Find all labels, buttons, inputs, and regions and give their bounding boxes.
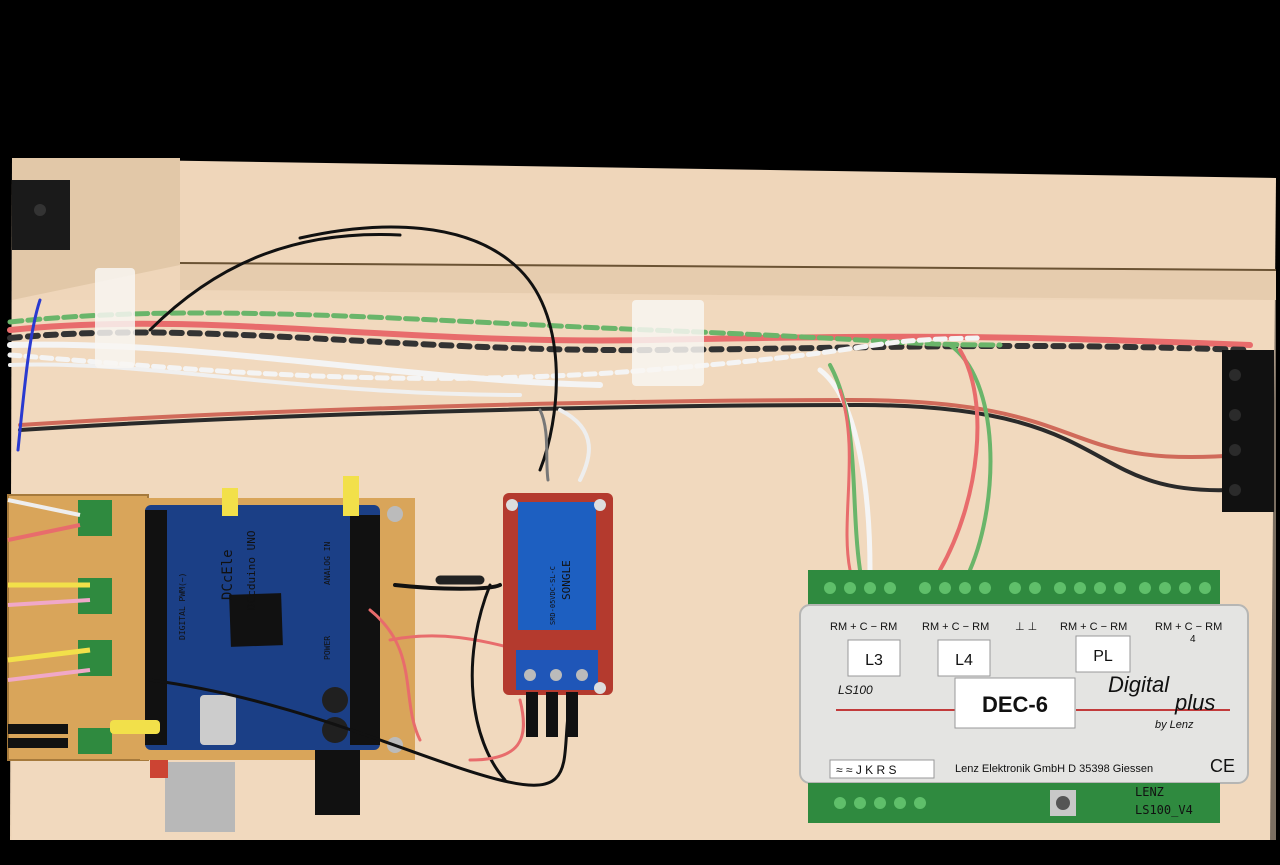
decoder-name-label: DEC-6 bbox=[982, 692, 1048, 717]
manufacturer-text: Lenz Elektronik GmbH D 35398 Giessen bbox=[955, 763, 1153, 775]
relay-module: SONGLE SRD-05VDC-SL-C bbox=[503, 493, 613, 737]
arduino-digital-header: DIGITAL PWM(~) bbox=[178, 573, 187, 640]
decoder-module: RM + C − RM RM + C − RM ⊥ ⊥ RM + C − RM … bbox=[799, 570, 1249, 823]
arduino-analog-header: ANALOG IN bbox=[323, 541, 332, 585]
decoder-model-label: LS100 bbox=[838, 683, 873, 697]
ce-mark: CE bbox=[1210, 756, 1235, 776]
arduino-brand-text: DCcEle bbox=[220, 549, 236, 600]
digital-plus-logo-main: Digital bbox=[1108, 672, 1170, 697]
label-l3: L3 bbox=[865, 652, 883, 669]
bottom-border bbox=[0, 840, 1280, 865]
terminal-group-number: 4 bbox=[1190, 634, 1196, 645]
bottom-terminal-labels: ≈ ≈ J K R S bbox=[836, 763, 897, 777]
relay-brand-text: SONGLE bbox=[560, 560, 573, 600]
arduino-model-text: DCcduino UNO bbox=[245, 531, 258, 610]
digital-plus-logo-sub: plus bbox=[1174, 690, 1215, 715]
label-l4: L4 bbox=[955, 652, 973, 669]
digital-plus-logo-by: by Lenz bbox=[1155, 719, 1194, 731]
relay-rating-text: SRD-05VDC-SL-C bbox=[549, 566, 557, 625]
terminal-labels-group-4: RM + C − RM bbox=[1060, 621, 1127, 633]
terminal-labels-group-1: RM + C − RM bbox=[830, 621, 897, 633]
bottom-version: LS100_V4 bbox=[1135, 803, 1193, 817]
label-pl: PL bbox=[1093, 648, 1113, 665]
protoboard bbox=[7, 494, 149, 761]
terminal-labels-group-2: RM + C − RM bbox=[922, 621, 989, 633]
left-bracket bbox=[12, 180, 70, 250]
terminal-labels-group-3: ⊥ ⊥ bbox=[1015, 621, 1037, 633]
terminal-labels-group-5: RM + C − RM bbox=[1155, 621, 1222, 633]
cable-clips bbox=[95, 268, 704, 386]
bottom-brand: LENZ bbox=[1135, 785, 1164, 799]
arduino-power-header: POWER bbox=[323, 636, 332, 660]
right-terminal-block bbox=[1222, 350, 1274, 512]
